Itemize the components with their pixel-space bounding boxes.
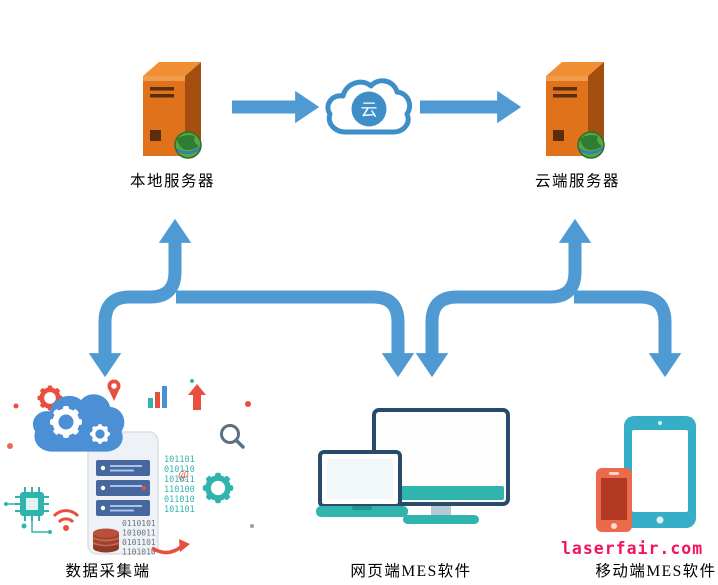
teal-gear-icon <box>196 466 240 510</box>
server-rack-icon <box>96 460 150 516</box>
label-cloud-server: 云端服务器 <box>534 173 620 190</box>
label-mobile-mes: 移动端MES软件 <box>595 563 717 580</box>
label-data-collection: 数据采集端 <box>65 563 151 580</box>
scatter-dots <box>7 379 254 529</box>
arrow-mobile-mes-cloud-server <box>574 290 682 378</box>
cloud-server-icon <box>544 60 606 160</box>
binary-column-teal: 101101 010110 101011 110100 011010 10110… <box>164 455 200 515</box>
cloud-icon: 云 <box>325 78 413 135</box>
arrow-data-collection-local-server <box>88 218 192 378</box>
tablet-and-phone-icon <box>596 416 696 532</box>
curved-arrow-icon <box>151 539 190 555</box>
arrow-web-mes-local-server <box>176 290 415 378</box>
magnifier-icon <box>220 424 245 449</box>
phone-icon <box>596 468 632 532</box>
watermark: laserfair.com <box>561 539 704 558</box>
bar-chart-icon <box>148 386 167 408</box>
desktop-and-laptop-icon <box>316 408 510 524</box>
white-gear-icon <box>43 399 89 445</box>
red-gear-icon <box>32 380 68 416</box>
cloud-character: 云 <box>361 101 378 120</box>
desktop-monitor-icon <box>372 408 510 524</box>
blue-cloud-icon <box>32 394 125 452</box>
tablet-icon <box>624 416 696 528</box>
white-gear-small-icon <box>85 419 115 449</box>
label-web-mes: 网页端MES软件 <box>350 563 472 580</box>
local-server-icon <box>141 60 203 160</box>
at-symbol: @ <box>178 467 189 481</box>
binary-column-gray: 0110101 1010011 0101101 1101010 <box>122 519 161 557</box>
chip-icon <box>4 487 52 534</box>
arrow-web-mes-cloud-server <box>415 218 592 378</box>
label-local-server: 本地服务器 <box>129 173 215 190</box>
location-pin-icon <box>107 379 121 401</box>
database-icon <box>92 528 120 553</box>
laptop-icon <box>316 450 408 517</box>
cloud-inner-circle <box>351 91 387 127</box>
data-collection-illustration: 101101 010110 101011 110100 011010 10110… <box>4 379 254 557</box>
wifi-icon <box>52 509 80 531</box>
up-arrow-icon <box>188 384 206 410</box>
